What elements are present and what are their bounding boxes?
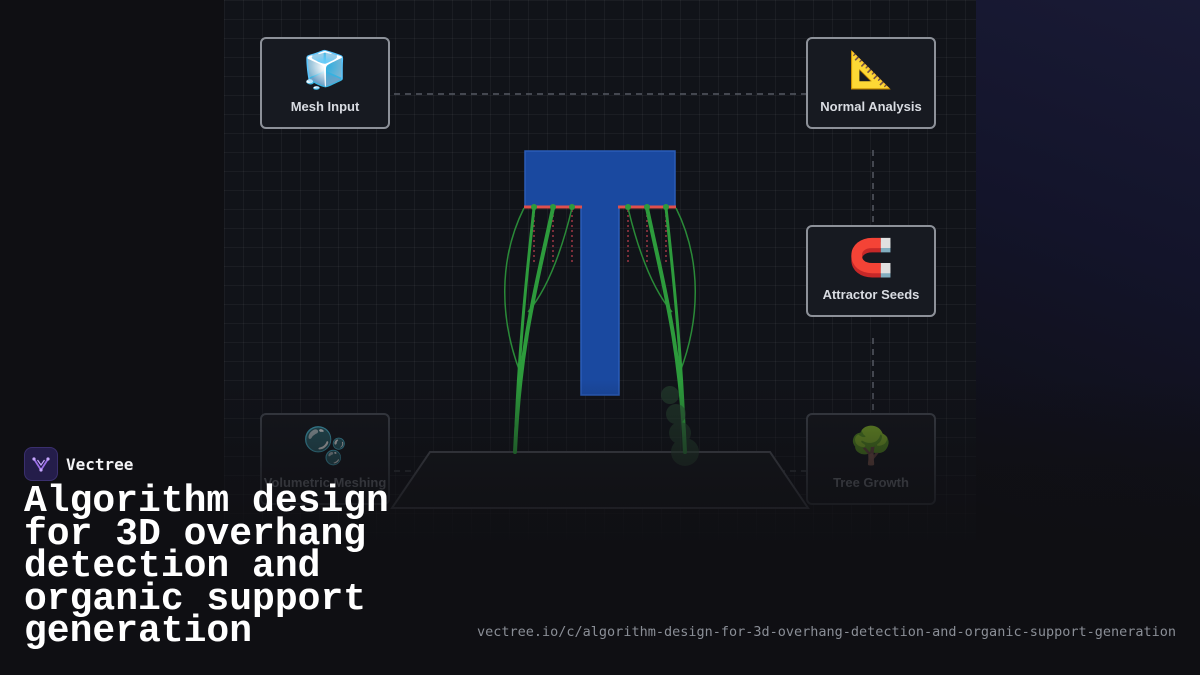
page-title: Algorithm design for 3D overhang detecti… [24,480,389,653]
triangular-ruler-icon: 📐 [848,50,894,91]
magnet-icon: 🧲 [848,238,894,279]
node-label: Mesh Input [290,99,360,114]
t-shaped-model [524,150,676,396]
node-tree-growth: 🌳 Tree Growth [806,413,936,505]
seed-points [531,204,669,210]
attractor-seed-lines [533,210,667,262]
node-label: Tree Growth [833,475,909,490]
brand[interactable]: Vectree [24,447,133,481]
node-mesh-input: 🧊 Mesh Input [260,37,390,129]
node-attractor-seeds: 🧲 Attractor Seeds [806,225,936,317]
bubbles-icon: 🫧 [302,426,348,467]
vectree-logo-icon [24,447,58,481]
brand-name: Vectree [66,454,134,474]
node-label: Attractor Seeds [822,287,920,302]
tree-icon: 🌳 [848,426,894,467]
node-label: Normal Analysis [820,99,922,114]
page-url[interactable]: vectree.io/c/algorithm-design-for-3d-ove… [477,624,1176,640]
ice-cube-icon: 🧊 [302,50,348,91]
build-plate [390,451,810,509]
node-normal-analysis: 📐 Normal Analysis [806,37,936,129]
